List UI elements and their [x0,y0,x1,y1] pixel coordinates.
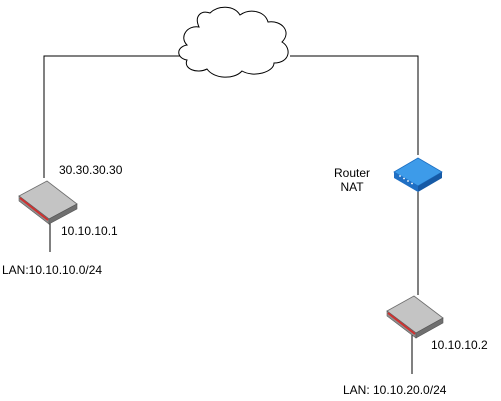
right-firewall-lan-ip-label: 10.10.10.2 [431,338,488,352]
left-firewall-lan-ip-label: 10.10.10.1 [61,224,118,238]
nat-router-label-line1: Router [333,166,371,180]
left-firewall-wan-ip-label: 30.30.30.30 [59,163,123,177]
nat-router-icon [393,157,443,192]
right-firewall-device-icon [386,295,444,339]
cloud-icon [178,6,289,78]
right-lan-subnet-label: LAN: 10.10.20.0/24 [343,383,447,397]
left-firewall-device-icon [18,180,78,225]
nat-router-label-line2: NAT [340,180,364,194]
nat-router-label: Router NAT [330,166,374,194]
link-cloud-to-nat-router [290,55,419,155]
left-lan-subnet-label: LAN:10.10.10.0/24 [2,263,103,277]
link-left-firewall-to-cloud [43,55,182,178]
